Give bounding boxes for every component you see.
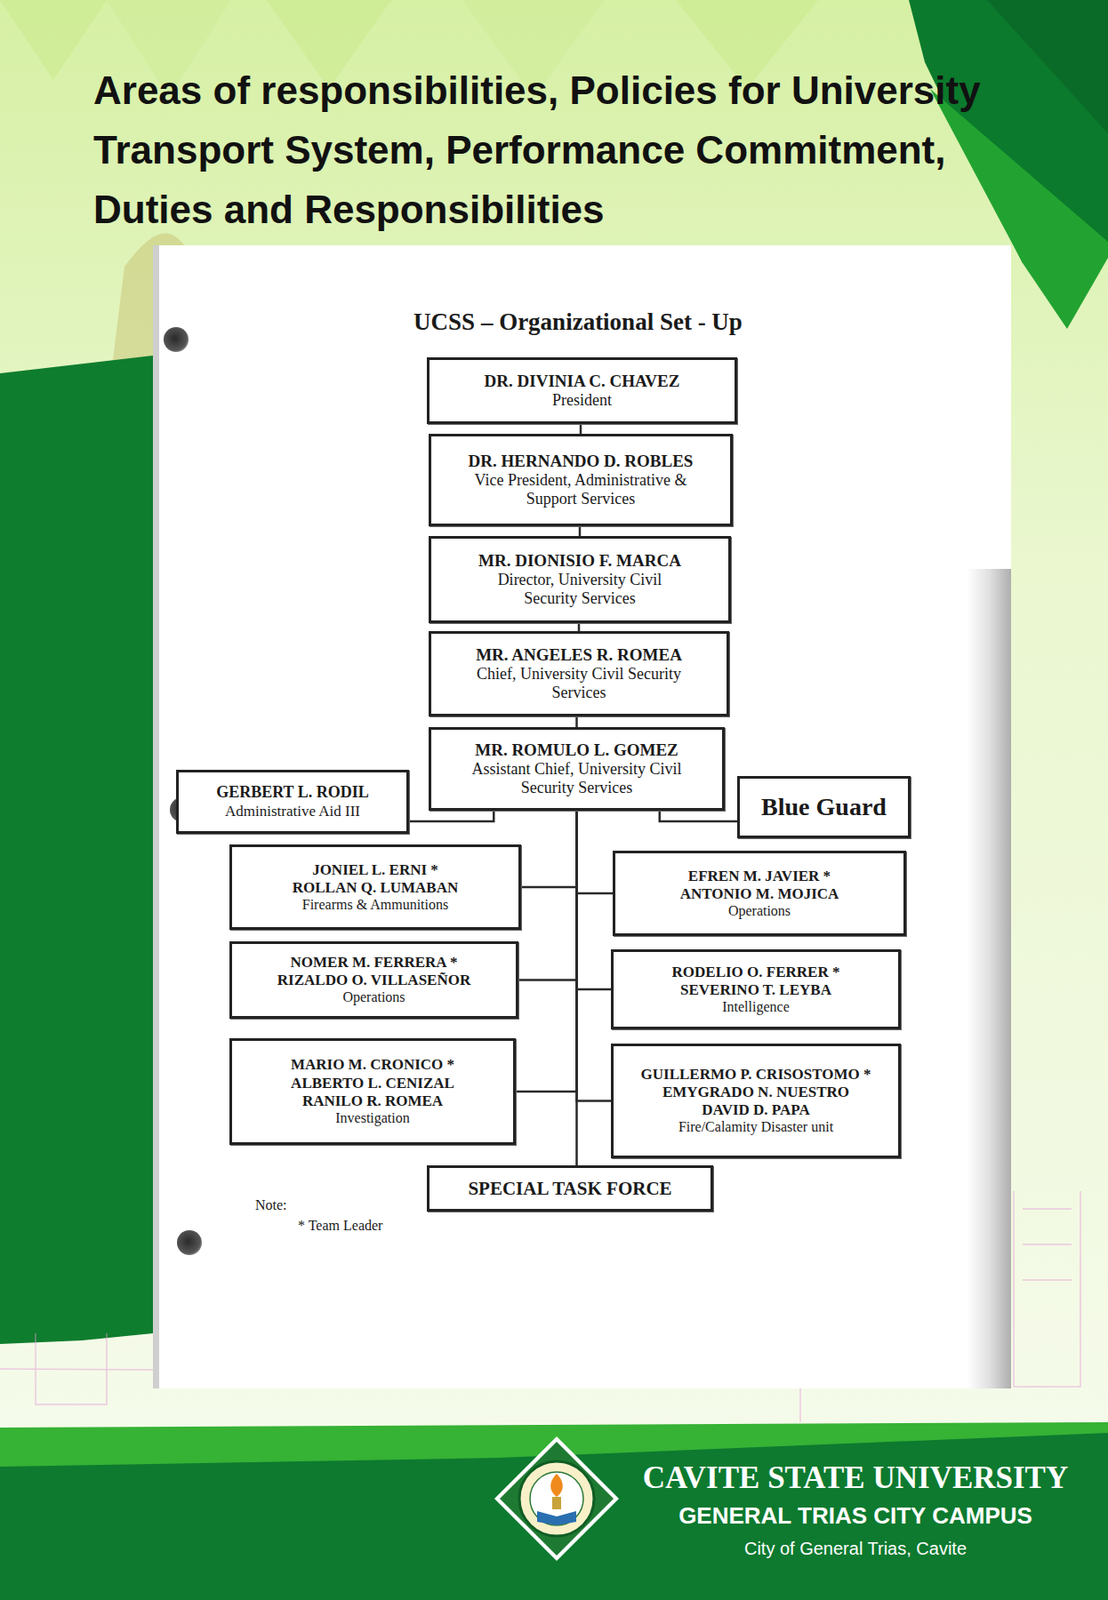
person-name: MR. ROMULO L. GOMEZ (474, 740, 679, 761)
person-name: Blue Guard (761, 792, 887, 822)
team-box: RODELIO O. FERRER *SEVERINO T. LEYBAInte… (610, 949, 901, 1030)
person-name: DR. HERNANDO D. ROBLES (468, 451, 694, 472)
role-title: Vice President, Administrative & Support… (463, 471, 699, 509)
left-green-panel (0, 355, 153, 1345)
person-name: NOMER M. FERRERA * (290, 954, 458, 972)
note-label: Note: (255, 1196, 327, 1214)
person-name: MR. DIONISIO F. MARCA (478, 551, 682, 571)
person-name: RANILO R. ROMEA (302, 1092, 443, 1111)
university-name: CAVITE STATE UNIVERSITY (611, 1460, 1100, 1498)
officer-box: MR. ROMULO L. GOMEZAssistant Chief, Univ… (428, 727, 725, 811)
team-box: EFREN M. JAVIER *ANTONIO M. MOJICAOperat… (612, 851, 907, 937)
person-name: MARIO M. CRONICO * (290, 1056, 455, 1075)
team-box: MARIO M. CRONICO *ALBERTO L. CENIZALRANI… (229, 1038, 516, 1146)
role-title: Operations (728, 903, 791, 921)
person-name: RODELIO O. FERRER * (672, 963, 841, 982)
role-title: Administrative Aid III (224, 802, 361, 821)
org-connector (575, 810, 579, 1166)
org-connector (577, 810, 612, 1102)
campus-address: City of General Trias, Cavite (611, 1538, 1100, 1560)
person-name: ANTONIO M. MOJICA (680, 885, 840, 904)
logo-book (537, 1511, 577, 1526)
role-title: Intelligence (722, 999, 790, 1017)
punch-hole (176, 1230, 202, 1256)
role-title: President (552, 391, 612, 410)
person-name: GUILLERMO P. CRISOSTOMO * (641, 1066, 872, 1084)
campus-line (35, 1333, 107, 1406)
logo-torch (552, 1497, 562, 1510)
footer-band (0, 1433, 1108, 1600)
logo-flame (550, 1474, 563, 1498)
campus-name: GENERAL TRIAS CITY CAMPUS (611, 1502, 1100, 1531)
role-title: Investigation (335, 1110, 410, 1128)
officer-box: MR. DIONISIO F. MARCADirector, Universit… (428, 536, 731, 624)
staff-box: GERBERT L. RODILAdministrative Aid III (176, 770, 410, 835)
person-name: EMYGRADO N. NUESTRO (662, 1083, 850, 1102)
org-connector (579, 424, 583, 434)
person-name: EFREN M. JAVIER * (688, 867, 831, 886)
paper-scan-edge (967, 569, 1012, 1390)
person-name: SEVERINO T. LEYBA (680, 981, 832, 1000)
scanned-paper (152, 245, 1012, 1390)
person-name: SPECIAL TASK FORCE (467, 1178, 672, 1201)
task-force-box: SPECIAL TASK FORCE (426, 1165, 714, 1213)
campus-line (1013, 1191, 1081, 1388)
team-box: NOMER M. FERRERA *RIZALDO O. VILLASEÑORO… (229, 941, 519, 1020)
person-name: ALBERTO L. CENIZAL (290, 1075, 455, 1093)
org-connector (577, 810, 614, 894)
paper-left-edge (152, 245, 160, 1390)
officer-box: DR. DIVINIA C. CHAVEZPresident (426, 357, 738, 425)
person-name: MR. ANGELES R. ROMEA (475, 645, 683, 666)
campus-line (1022, 1209, 1072, 1281)
org-connector (515, 810, 578, 1092)
org-connector (578, 623, 581, 632)
org-connector (578, 526, 582, 537)
slide-title: Areas of responsibilities, Policies for … (93, 60, 1019, 240)
logo-diamond (499, 1442, 614, 1557)
org-connector (521, 810, 578, 888)
role-title: Operations (342, 989, 405, 1007)
person-name: DAVID D. PAPA (701, 1101, 810, 1120)
logo-diamond-border (494, 1437, 619, 1562)
university-logo (494, 1437, 619, 1562)
footer-light-band (0, 1422, 1108, 1600)
logo-seal (519, 1461, 595, 1537)
org-connector (659, 810, 738, 822)
role-title: Firearms & Ammunitions (302, 897, 449, 915)
person-name: JONIEL L. ERNI * (312, 861, 439, 880)
person-name: DR. DIVINIA C. CHAVEZ (484, 371, 681, 392)
org-connector (577, 810, 612, 990)
role-title: Director, University Civil Security Serv… (473, 570, 687, 609)
unit-box: Blue Guard (737, 776, 911, 839)
org-connector (518, 810, 578, 981)
logo-inner-seal (529, 1472, 584, 1526)
person-name: GERBERT L. RODIL (216, 783, 370, 803)
officer-box: MR. ANGELES R. ROMEAChief, University Ci… (428, 631, 730, 717)
team-box: GUILLERMO P. CRISOSTOMO *EMYGRADO N. NUE… (610, 1043, 901, 1159)
team-box: JONIEL L. ERNI *ROLLAN Q. LUMABANFirearm… (229, 844, 522, 931)
org-connector (409, 810, 494, 822)
person-name: ROLLAN Q. LUMABAN (292, 879, 459, 898)
role-title: Assistant Chief, University Civil Securi… (443, 760, 711, 798)
punch-hole (163, 327, 189, 353)
person-name: RIZALDO O. VILLASEÑOR (277, 971, 471, 990)
corner-dark-facet (987, 0, 1108, 134)
org-connector (575, 716, 579, 728)
officer-box: DR. HERNANDO D. ROBLESVice President, Ad… (428, 433, 733, 527)
role-title: Fire/Calamity Disaster unit (678, 1119, 834, 1137)
note-text: * Team Leader (297, 1217, 441, 1235)
chart-heading: UCSS – Organizational Set - Up (293, 307, 863, 337)
role-title: Chief, University Civil Security Service… (475, 665, 683, 703)
hex-facet (0, 0, 107, 81)
